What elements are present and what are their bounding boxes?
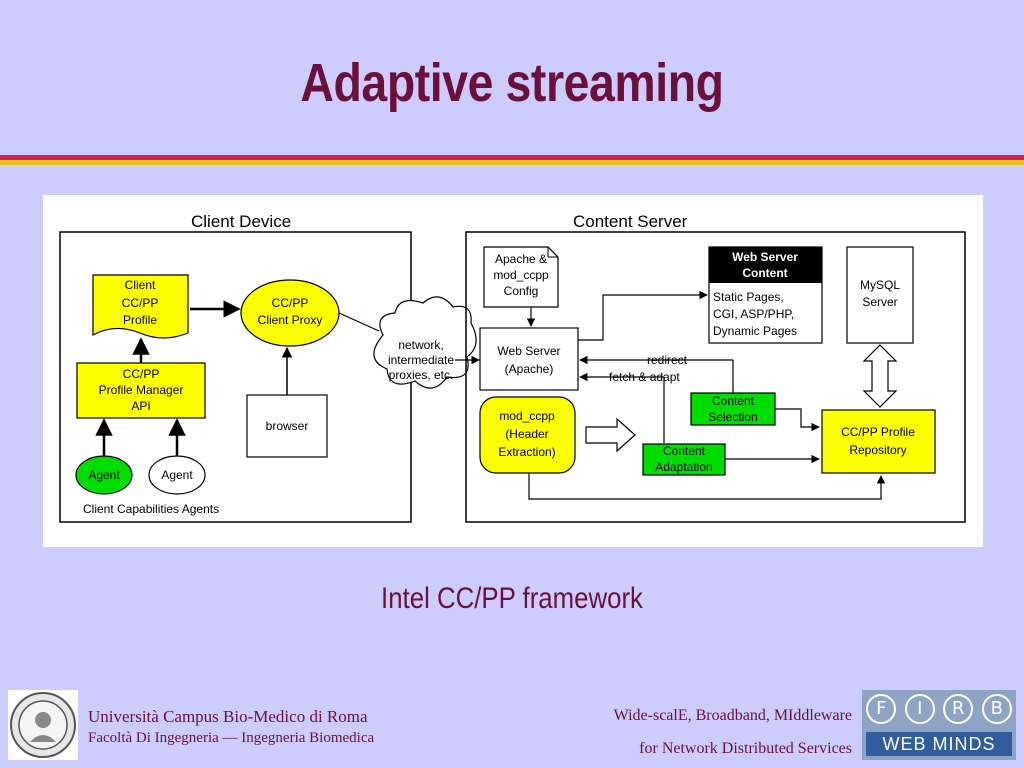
client-profile-line3: Profile <box>123 313 157 327</box>
web-server-box <box>479 327 579 391</box>
client-proxy-line1: CC/PP <box>272 296 309 310</box>
title-divider-yellow <box>0 160 1024 165</box>
ccpp-profile-repository <box>821 409 936 474</box>
mod-ccpp-line1: mod_ccpp <box>499 409 555 423</box>
logo-letter-i: I <box>904 694 935 724</box>
profile-manager-line3: API <box>131 399 150 413</box>
university-name: Università Campus Bio-Medico di Roma <box>88 707 368 726</box>
network-line3: proxies, etc. <box>389 368 454 382</box>
web-server-content-header <box>709 247 822 283</box>
web-server-content-line2: CGI, ASP/PHP, <box>713 307 794 321</box>
arrow-webserver-to-content <box>578 290 708 341</box>
project-line2: for Network Distributed Services <box>639 740 852 757</box>
slide-title: Adaptive streaming <box>300 53 724 113</box>
content-adaptation-line1: Content <box>663 444 706 458</box>
mod-ccpp-box <box>479 396 576 474</box>
content-selection-line2: Selection <box>708 410 757 424</box>
logo-letter-f: F <box>866 694 897 724</box>
content-adaptation-box <box>642 443 726 476</box>
agent-white-label: Agent <box>161 468 193 482</box>
client-profile-line1: Client <box>125 278 156 292</box>
redirect-label: redirect <box>647 353 688 367</box>
profile-manager-line2: Profile Manager <box>99 383 184 397</box>
university-seal-icon <box>8 690 78 760</box>
content-selection-box <box>690 392 776 426</box>
hollow-arrow-modccpp-to-adaptation <box>585 417 636 453</box>
client-ccpp-profile <box>92 274 189 339</box>
project-line1: Wide-scalE, Broadband, MIddleware <box>613 707 852 724</box>
line-proxy-to-network <box>338 312 380 332</box>
figure-caption: Intel CC/PP framework <box>381 582 643 615</box>
client-profile-line2: CC/PP <box>122 296 159 310</box>
fetch-adapt-label: fetch & adapt <box>609 370 680 384</box>
mysql-server-box <box>846 246 914 344</box>
title-divider-red <box>0 155 1024 160</box>
content-server-box <box>465 231 966 523</box>
network-line1: network, <box>398 338 443 352</box>
content-selection-line1: Content <box>712 394 755 408</box>
web-server-line1: Web Server <box>497 344 560 358</box>
web-server-content-line3: Dynamic Pages <box>713 324 797 338</box>
client-device-label: Client Device <box>191 212 291 231</box>
firb-webminds-logo: F I R B WEB MINDS <box>862 690 1016 760</box>
mod-ccpp-line2: (Header <box>505 427 548 441</box>
apache-config-doc <box>483 246 559 308</box>
mysql-line1: MySQL <box>860 278 900 292</box>
profile-manager-line1: CC/PP <box>123 367 160 381</box>
apache-config-line1: Apache & <box>495 252 547 266</box>
content-adaptation-line2: Adaptation <box>655 460 712 474</box>
apache-config-line3: Config <box>504 284 539 298</box>
repository-line2: Repository <box>849 443 906 457</box>
client-proxy-line2: Client Proxy <box>258 313 323 327</box>
logo-web-minds-text: WEB MINDS <box>866 732 1012 756</box>
mysql-line2: Server <box>862 295 897 309</box>
agent-green-label: Agent <box>88 468 120 482</box>
web-server-content-line1: Static Pages, <box>713 290 784 304</box>
diagram-panel: Client Device Client CC/PP Profile CC/PP… <box>43 195 983 547</box>
client-capabilities-agents-label: Client Capabilities Agents <box>83 502 219 516</box>
web-server-content-title2: Content <box>742 266 787 280</box>
faculty-name: Facoltà Di Ingegneria — Ingegneria Biome… <box>88 730 375 746</box>
project-block: Wide-scalE, Broadband, MIddleware for Ne… <box>614 707 852 758</box>
arrow-modccpp-to-repository <box>528 473 886 500</box>
content-server-label: Content Server <box>573 212 688 231</box>
logo-letter-r: R <box>943 694 974 724</box>
web-server-line2: (Apache) <box>505 362 554 376</box>
network-line2: intermediate <box>388 353 454 367</box>
university-block: Università Campus Bio-Medico di Roma Fac… <box>88 707 374 747</box>
apache-config-line2: mod_ccpp <box>493 268 549 282</box>
network-cloud <box>373 296 477 389</box>
mysql-repository-double-arrow <box>862 344 898 408</box>
browser-label: browser <box>266 419 309 433</box>
arrow-selection-to-repository <box>775 408 820 432</box>
logo-letter-b: B <box>981 694 1012 724</box>
architecture-diagram: Client Device Client CC/PP Profile CC/PP… <box>59 212 966 523</box>
mod-ccpp-line3: Extraction) <box>498 445 555 459</box>
repository-line1: CC/PP Profile <box>841 425 915 439</box>
web-server-content-title1: Web Server <box>732 250 798 264</box>
